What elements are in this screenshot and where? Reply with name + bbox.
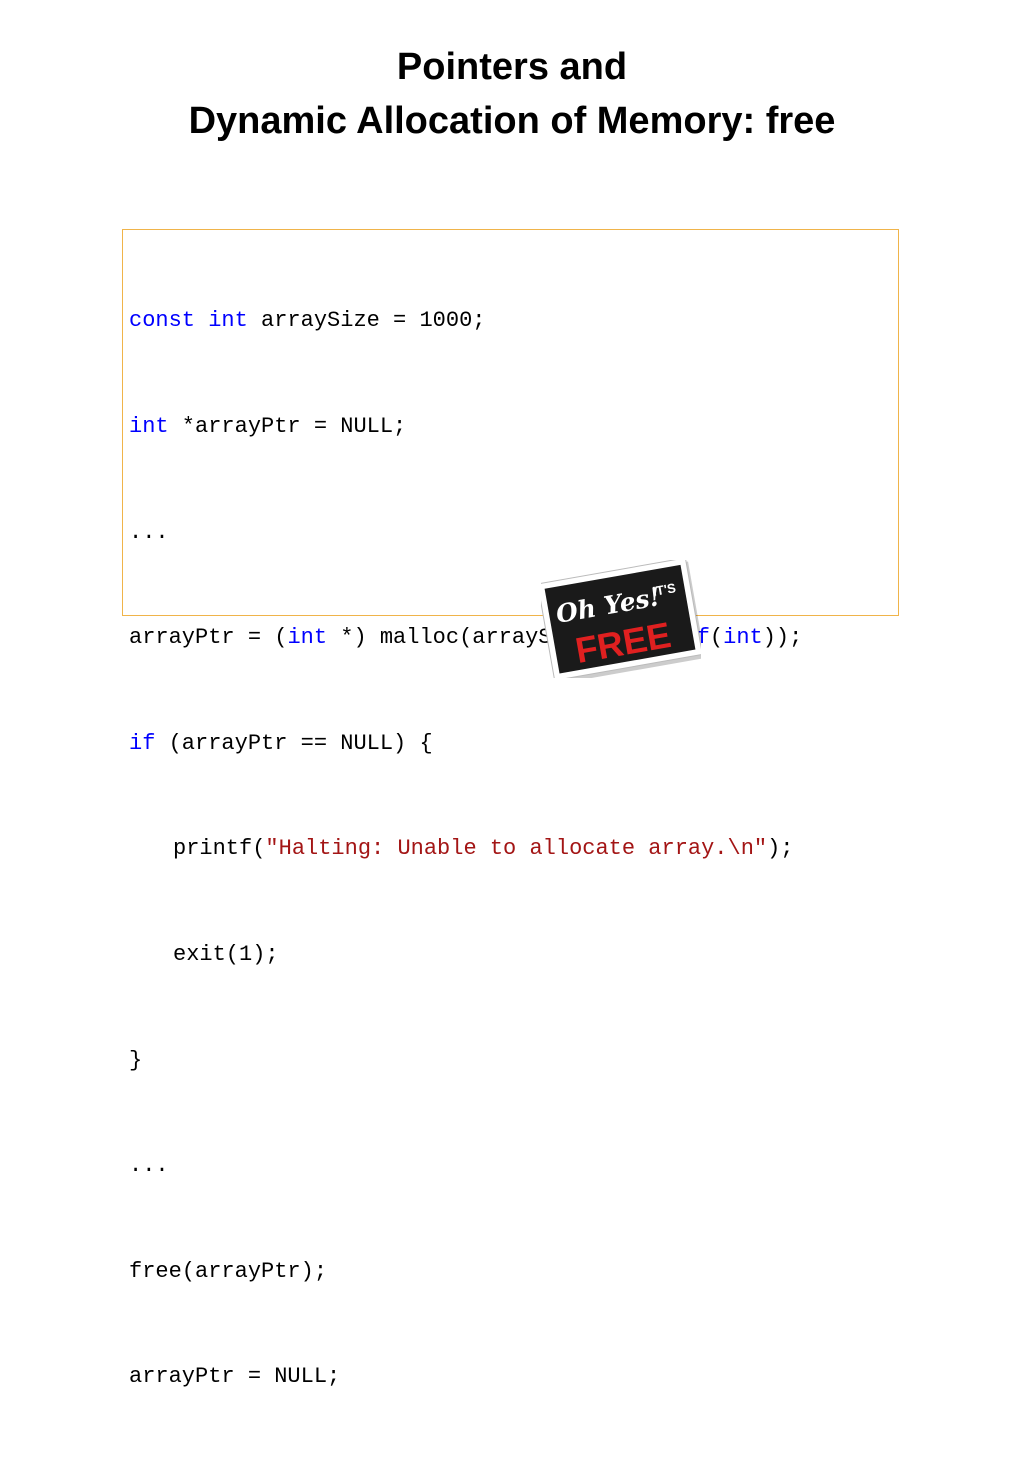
code-text: arraySize = 1000; bbox=[247, 308, 486, 334]
code-text: )); bbox=[762, 625, 803, 651]
code-line-5: if (arrayPtr == NULL) { bbox=[129, 726, 802, 761]
keyword-int: int bbox=[129, 414, 169, 439]
title-line-2: Dynamic Allocation of Memory: free bbox=[188, 100, 836, 142]
code-line-1: const int arraySize = 1000; bbox=[129, 303, 802, 338]
code-text: printf( bbox=[173, 836, 266, 862]
keyword-int: int bbox=[723, 625, 763, 651]
code-line-3: ... bbox=[129, 519, 169, 545]
code-line-2: int *arrayPtr = NULL; bbox=[129, 409, 802, 444]
string-literal: "Halting: Unable to allocate array.\n" bbox=[265, 836, 768, 862]
code-line-9: ... bbox=[129, 1153, 169, 1179]
keyword-int: int bbox=[208, 308, 248, 334]
code-text: ( bbox=[709, 625, 724, 651]
oh-yes-its-free-badge: Oh Yes! IT'S FREE bbox=[541, 560, 701, 678]
code-text: ); bbox=[767, 836, 794, 862]
code-lines: const int arraySize = 1000; int *arrayPt… bbox=[129, 233, 802, 1465]
code-line-8: } bbox=[129, 1047, 143, 1073]
code-line-7: exit(1); bbox=[129, 937, 802, 972]
code-text: (arrayPtr == NULL) { bbox=[155, 730, 433, 756]
slide-title: Pointers and Dynamic Allocation of Memor… bbox=[0, 40, 1024, 148]
keyword-int: int bbox=[287, 625, 328, 651]
code-line-4: arrayPtr = (int *) malloc(arraySize * si… bbox=[129, 620, 802, 655]
code-line-11: arrayPtr = NULL; bbox=[129, 1364, 341, 1390]
badge-its-text: IT'S bbox=[651, 580, 677, 599]
keyword-const: const bbox=[129, 308, 196, 334]
code-text: exit(1); bbox=[173, 941, 279, 967]
badge-background bbox=[544, 564, 696, 674]
keyword-if: if bbox=[129, 730, 156, 756]
title-line-1: Pointers and bbox=[396, 46, 628, 88]
code-text: *arrayPtr = NULL; bbox=[168, 414, 407, 439]
code-text: arrayPtr = ( bbox=[129, 625, 288, 651]
code-line-10: free(arrayPtr); bbox=[129, 1258, 328, 1284]
code-line-6: printf("Halting: Unable to allocate arra… bbox=[129, 831, 802, 866]
code-block: const int arraySize = 1000; int *arrayPt… bbox=[122, 229, 899, 1389]
